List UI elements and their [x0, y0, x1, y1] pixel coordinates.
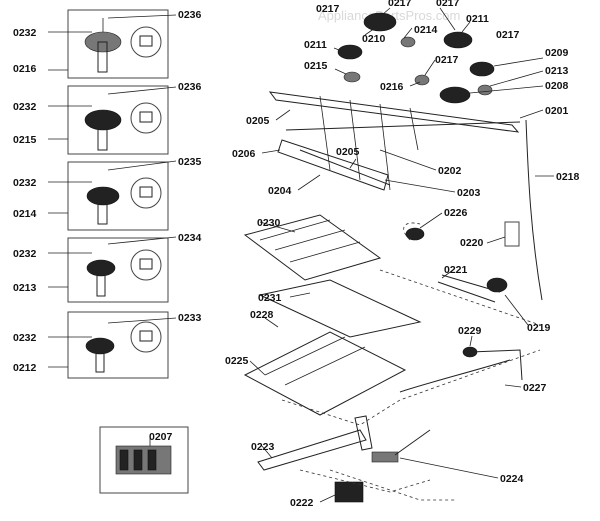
- label-0210: 0210: [362, 33, 386, 45]
- label-0221: 0221: [444, 264, 468, 276]
- label-0236: 0236: [178, 81, 202, 93]
- label-0217: 0217: [496, 29, 520, 41]
- label-0235: 0235: [178, 156, 202, 168]
- label-0217: 0217: [316, 3, 340, 15]
- label-0229: 0229: [458, 325, 482, 337]
- label-0231: 0231: [258, 292, 282, 304]
- label-0232: 0232: [13, 248, 37, 260]
- label-0208: 0208: [545, 80, 569, 92]
- label-0214: 0214: [13, 208, 37, 220]
- label-0232: 0232: [13, 101, 37, 113]
- valve-detail-box-0213: [67, 237, 169, 303]
- burner-heads: [337, 12, 495, 104]
- label-0225: 0225: [225, 355, 249, 367]
- label-0232: 0232: [13, 177, 37, 189]
- label-0219: 0219: [527, 322, 551, 334]
- label-0211: 0211: [304, 39, 327, 51]
- label-0214: 0214: [414, 24, 438, 36]
- label-0220: 0220: [460, 237, 484, 249]
- label-0207: 0207: [149, 431, 173, 443]
- right-leader-lines: [249, 7, 554, 503]
- label-0224: 0224: [500, 473, 524, 485]
- label-0201: 0201: [545, 105, 569, 117]
- label-0226: 0226: [444, 207, 468, 219]
- label-0216: 0216: [380, 81, 404, 93]
- label-0206: 0206: [232, 148, 256, 160]
- label-0215: 0215: [13, 134, 37, 146]
- left-leader-lines: [48, 14, 177, 368]
- label-0211: 0211: [466, 13, 489, 25]
- valve-detail-box-0215: [67, 85, 169, 155]
- valve-detail-box-0214: [67, 161, 169, 231]
- label-0202: 0202: [438, 165, 462, 177]
- label-0213: 0213: [13, 282, 37, 294]
- label-0216: 0216: [13, 63, 37, 75]
- label-0232: 0232: [13, 332, 37, 344]
- label-0232: 0232: [13, 27, 37, 39]
- label-0233: 0233: [178, 312, 202, 324]
- label-0217: 0217: [435, 54, 459, 66]
- label-0222: 0222: [290, 497, 314, 509]
- label-0234: 0234: [178, 232, 202, 244]
- label-0203: 0203: [457, 187, 481, 199]
- burner-box-panels: [243, 214, 422, 471]
- label-0218: 0218: [556, 171, 580, 183]
- label-0215: 0215: [304, 60, 328, 72]
- gas-manifold-assembly: [268, 91, 543, 301]
- valve-detail-box-0212: [67, 311, 169, 379]
- valves-and-fittings: [334, 221, 523, 503]
- label-0213: 0213: [545, 65, 569, 77]
- label-0230: 0230: [257, 217, 281, 229]
- label-0212: 0212: [13, 362, 37, 374]
- label-0223: 0223: [251, 441, 275, 453]
- valve-detail-box-0216: [67, 9, 169, 79]
- label-0217: 0217: [436, 0, 460, 9]
- part-labels: 0236 0232 0216 0236 0232 0215 0235 0232 …: [13, 0, 580, 509]
- label-0209: 0209: [545, 47, 569, 59]
- label-0217: 0217: [388, 0, 412, 9]
- label-0205: 0205: [246, 115, 270, 127]
- label-0228: 0228: [250, 309, 274, 321]
- label-0204: 0204: [268, 185, 292, 197]
- label-0236: 0236: [178, 9, 202, 21]
- dashed-connection-lines: [281, 222, 541, 501]
- spark-module-box-0207: [99, 426, 189, 494]
- label-0205: 0205: [336, 146, 360, 158]
- label-0227: 0227: [523, 382, 547, 394]
